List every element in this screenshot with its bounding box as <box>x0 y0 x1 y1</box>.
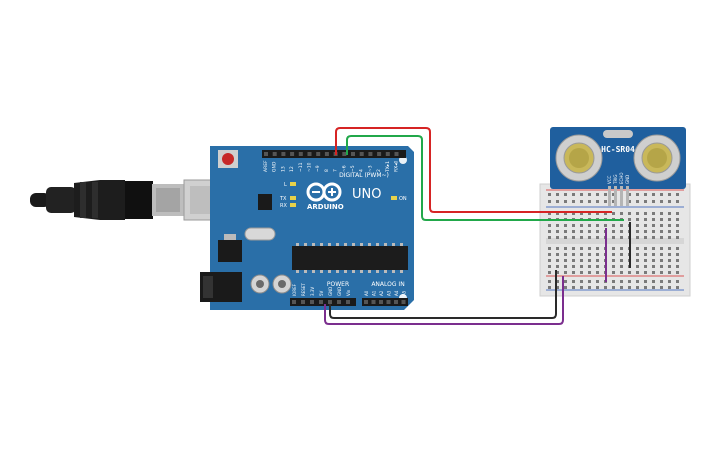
status-leds: L TX RX <box>279 182 296 209</box>
digital-pin-label: AREF <box>263 160 269 172</box>
atmega-chip <box>292 243 408 273</box>
digital-header-label: DIGITAL (PWM~) <box>339 172 389 179</box>
crystal <box>244 227 276 241</box>
digital-header[interactable] <box>262 150 406 158</box>
digital-pin-label: ~3 <box>367 165 373 172</box>
echo-wire[interactable] <box>346 135 624 221</box>
digital-pin-label: GND <box>272 161 278 172</box>
digital-pin-label: TX▸1 <box>385 161 391 173</box>
capacitors <box>250 274 292 294</box>
power-pin-label: GND <box>337 287 342 296</box>
power-jack-icon[interactable] <box>200 272 242 302</box>
uno-model-text: UNO <box>352 187 381 202</box>
power-pin-labels: IOREF RESET 3.3V 5V GND GND Vin <box>292 283 351 296</box>
analog-header[interactable] <box>362 298 408 306</box>
sensor-pin-label: GND <box>625 175 630 184</box>
sensor-pin-label: TRIG <box>613 174 618 185</box>
analog-header-label: ANALOG IN <box>371 281 404 288</box>
on-led-label: ON <box>399 196 407 202</box>
sensor-crystal <box>603 130 633 138</box>
power-pin-label: 5V <box>319 290 324 296</box>
l-led-label: L <box>284 182 287 188</box>
infinity-logo-icon <box>306 182 342 202</box>
vcc-wire[interactable] <box>324 228 607 325</box>
sensor-pins[interactable] <box>608 186 629 206</box>
power-pin-label: Vin <box>346 289 351 296</box>
arduino-brand-text: ARDUINO <box>307 203 344 211</box>
digital-pin-label: ~5 <box>350 165 356 172</box>
power-header[interactable] <box>290 298 356 306</box>
power-pin-label: RESET <box>301 283 306 296</box>
power-pin-label: IOREF <box>292 283 297 296</box>
digital-pin-label: 12 <box>289 166 295 172</box>
digital-pin-label: 2 <box>376 169 382 172</box>
trig-wire[interactable] <box>335 127 612 213</box>
analog-pin-label: A3 <box>387 290 392 296</box>
tx-led-label: TX <box>279 196 287 202</box>
usb-cable[interactable] <box>30 179 241 221</box>
digital-pin-label: ~11 <box>298 162 304 172</box>
digital-pin-label: RX◂0 <box>394 161 400 172</box>
digital-pin-label: 8 <box>324 169 330 172</box>
analog-pin-label: A2 <box>379 290 384 296</box>
sensor-label: HC-SR04 <box>601 145 635 154</box>
power-pin-label: GND <box>328 287 333 296</box>
rx-led-label: RX <box>280 203 287 209</box>
breadboard[interactable] <box>539 183 691 297</box>
gnd-wire[interactable] <box>329 222 631 319</box>
analog-pin-label: A0 <box>364 290 369 296</box>
digital-pin-label: 4 <box>359 169 365 172</box>
digital-pin-label: 13 <box>280 166 286 172</box>
on-led <box>391 196 397 200</box>
breadboard-divider <box>546 238 684 244</box>
analog-pin-label: A5 <box>402 290 407 296</box>
reset-button-icon[interactable] <box>218 150 238 168</box>
sensor-pin-label: ECHO <box>619 173 624 184</box>
analog-pin-label: A1 <box>372 290 377 296</box>
sensor-pin-label: VCC <box>607 175 612 184</box>
voltage-regulator <box>218 240 242 262</box>
analog-pin-label: A4 <box>394 290 399 296</box>
power-header-label: POWER <box>327 281 349 288</box>
digital-pin-label: ~6 <box>341 165 347 172</box>
digital-pin-label: 7 <box>333 169 339 172</box>
sensor-transducer-right <box>633 134 681 182</box>
power-pin-label: 3.3V <box>310 287 315 296</box>
wires <box>324 127 631 325</box>
digital-pin-label: ~9 <box>315 165 321 172</box>
sensor-transducer-left <box>555 134 603 182</box>
digital-pin-label: ~10 <box>307 162 313 172</box>
usb-chip <box>258 194 272 210</box>
